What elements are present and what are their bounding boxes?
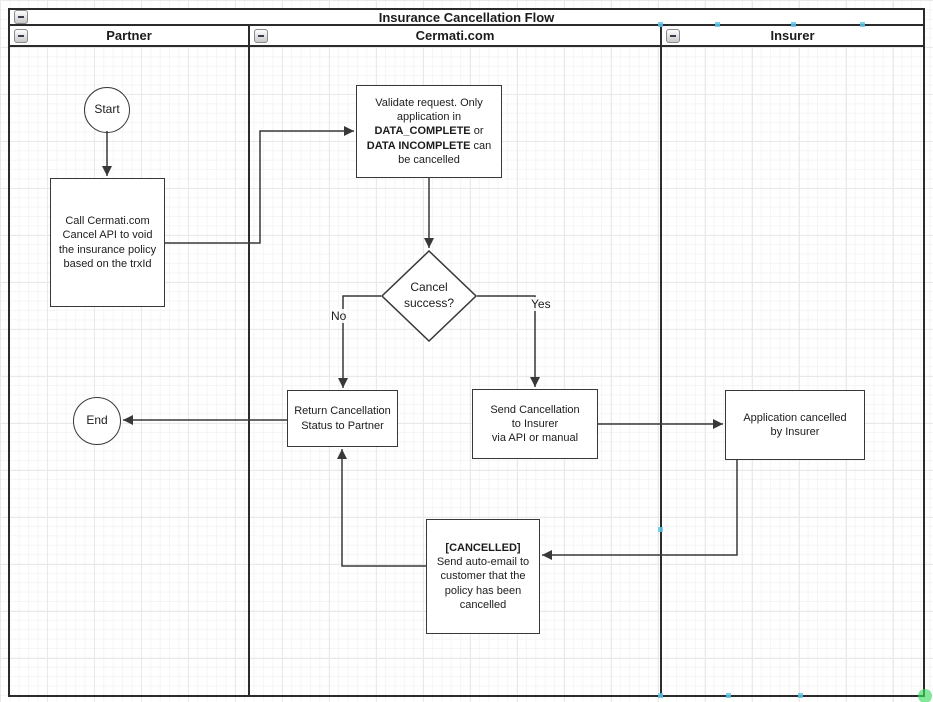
collapse-icon[interactable]	[254, 28, 268, 43]
connection-point-icon	[726, 693, 731, 698]
node-start-label: Start	[94, 102, 120, 117]
node-application-cancelled[interactable]: Application cancelled by Insurer	[725, 390, 865, 460]
edge-decision-no-to-return[interactable]	[338, 295, 381, 388]
edge-decision-yes-to-send[interactable]	[477, 295, 540, 387]
node-decision-cancel-success[interactable]: Cancel success?	[381, 250, 477, 342]
node-end[interactable]: End	[73, 397, 121, 445]
node-application-cancelled-label: Application cancelled by Insurer	[743, 411, 847, 438]
node-send-cancellation[interactable]: Send Cancellation to Insurer via API or …	[472, 389, 598, 459]
edge-application-to-cancelled[interactable]	[542, 460, 738, 560]
connection-point-icon	[658, 22, 663, 27]
edge-label-no[interactable]: No	[330, 309, 348, 323]
node-cancelled-email-label: [CANCELLED] Send auto-email to customer …	[436, 542, 530, 611]
pool-insurance-cancellation-flow: Insurance Cancellation Flow Partner Cerm…	[8, 8, 925, 697]
node-validate-request-label: Validate request. Only application in DA…	[366, 97, 492, 166]
lane-label-partner: Partner	[106, 28, 152, 43]
node-call-cancel-api-label: Call Cermati.com Cancel API to void the …	[58, 215, 157, 270]
pool-title-bar[interactable]: Insurance Cancellation Flow	[10, 10, 923, 26]
node-validate-request[interactable]: Validate request. Only application in DA…	[356, 85, 502, 178]
resize-handle-icon[interactable]	[918, 689, 932, 702]
node-start[interactable]: Start	[84, 87, 130, 133]
lane-insurer: Insurer	[660, 26, 923, 695]
connection-point-icon	[715, 22, 720, 27]
connection-point-icon	[860, 22, 865, 27]
diamond-shape-icon	[381, 250, 477, 342]
lane-header-partner[interactable]: Partner	[10, 26, 248, 47]
lane-partner: Partner	[10, 26, 248, 695]
lane-header-cermati[interactable]: Cermati.com	[250, 26, 660, 47]
node-end-label: End	[86, 413, 108, 428]
edge-label-yes[interactable]: Yes	[530, 297, 552, 311]
lane-header-insurer[interactable]: Insurer	[662, 26, 923, 47]
node-cancelled-email[interactable]: [CANCELLED] Send auto-email to customer …	[426, 519, 540, 634]
connection-point-icon	[658, 527, 663, 532]
lanes-row: Partner Cermati.com Insurer	[10, 26, 923, 695]
edge-cancelled-to-return[interactable]	[337, 449, 426, 567]
edge-call-to-validate[interactable]	[165, 126, 354, 244]
lane-cermati: Cermati.com	[248, 26, 660, 695]
node-send-cancellation-label: Send Cancellation to Insurer via API or …	[490, 403, 580, 445]
collapse-icon[interactable]	[14, 10, 28, 24]
connection-point-icon	[658, 693, 663, 698]
node-return-cancellation-status-label: Return Cancellation Status to Partner	[294, 405, 391, 432]
connection-point-icon	[798, 693, 803, 698]
node-call-cancel-api[interactable]: Call Cermati.com Cancel API to void the …	[50, 178, 165, 307]
lane-label-insurer: Insurer	[770, 28, 815, 43]
node-return-cancellation-status[interactable]: Return Cancellation Status to Partner	[287, 390, 398, 447]
connection-point-icon	[791, 22, 796, 27]
collapse-icon[interactable]	[14, 28, 28, 43]
pool-title: Insurance Cancellation Flow	[378, 9, 555, 25]
node-decision-label: Cancel success?	[403, 280, 455, 310]
lane-label-cermati: Cermati.com	[415, 28, 495, 43]
collapse-icon[interactable]	[666, 28, 680, 43]
